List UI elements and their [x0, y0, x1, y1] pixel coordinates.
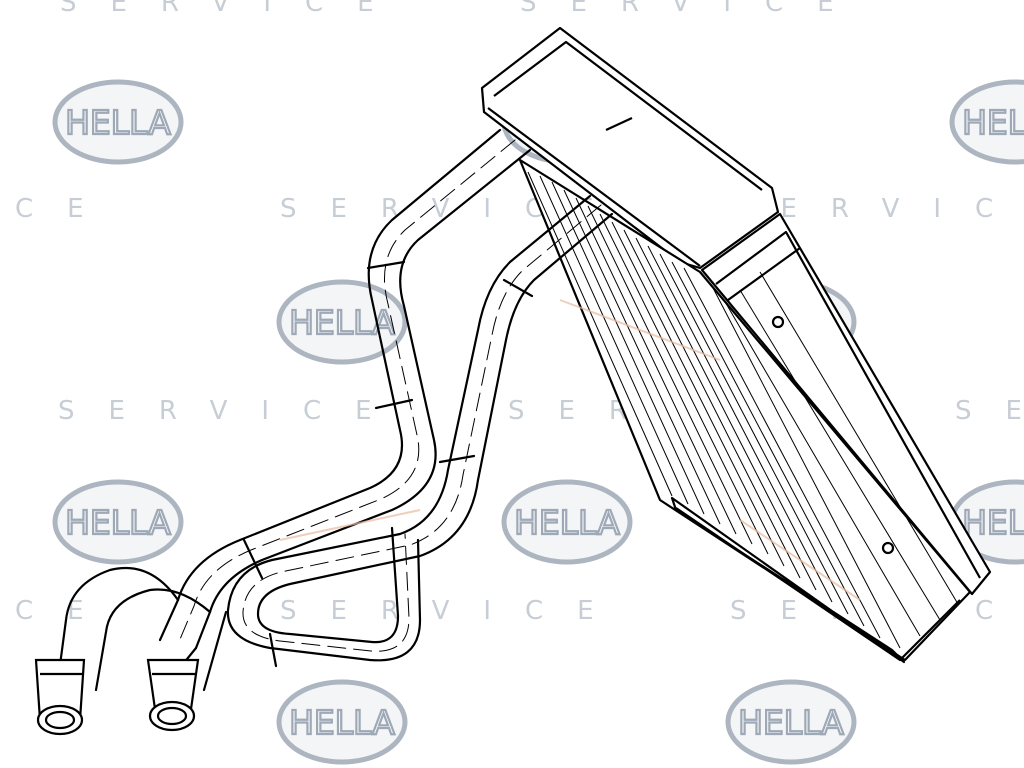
- hella-logo: HELLA: [276, 279, 408, 365]
- hella-logo-text: HELLA: [65, 103, 171, 142]
- service-watermark-text: SERVICE: [58, 396, 406, 426]
- outlet-2-hose-b: [202, 610, 228, 692]
- hella-logo-text: HELLA: [514, 503, 620, 542]
- hella-logo-text: HELLA: [65, 503, 171, 542]
- hella-logo-text: HELLA: [738, 703, 844, 742]
- core-bottom-tank: [670, 496, 906, 664]
- core-fin-block: [518, 158, 972, 662]
- service-watermark-text: SERVICE: [60, 0, 408, 18]
- pipe-2-centerline: [242, 204, 602, 652]
- pipe-band: [366, 260, 406, 270]
- hella-logo: HELLA: [725, 679, 857, 765]
- pipe-1-centerline: [177, 139, 516, 645]
- hella-logo-text: HELLA: [289, 303, 395, 342]
- pipe-band: [502, 278, 534, 298]
- outlet-1-hose-inner: [94, 588, 212, 692]
- service-watermark-text: SERVICE: [0, 596, 118, 626]
- hella-logo-text: HELLA: [289, 703, 395, 742]
- outlet-1-hose: [56, 566, 180, 682]
- mount-hole: [771, 315, 785, 329]
- mount-hole: [881, 541, 895, 555]
- core-side-frame-inner: [715, 230, 981, 579]
- pipe-band: [374, 398, 414, 410]
- pipe-band: [268, 632, 278, 668]
- hella-logo: HELLA: [52, 79, 184, 165]
- pipe-assembly: [56, 128, 614, 692]
- core-side-frame-inner-2: [727, 247, 801, 301]
- service-watermark-text: SERVICE: [280, 596, 628, 626]
- outlet-2-opening-inner: [156, 706, 188, 726]
- heat-exchanger-core: [480, 26, 992, 664]
- outlet-1-opening-inner: [44, 710, 76, 730]
- hella-logo-text: HELLA: [962, 503, 1024, 542]
- service-watermark-text: SERVICE: [0, 194, 118, 224]
- service-watermark-text: SERVICE: [955, 396, 1024, 426]
- pipe-1-outer: [158, 128, 502, 642]
- service-watermark-row-3c: SERVICE: [955, 396, 1024, 426]
- pipe-band: [438, 454, 476, 464]
- hella-logo: HELLA: [949, 79, 1024, 165]
- pipe-1-inner: [194, 148, 532, 650]
- hella-logo: HELLA: [276, 679, 408, 765]
- service-watermark-row-4: SERVICE: [0, 596, 118, 626]
- accent-marks: [279, 299, 861, 601]
- fin-lines: [527, 171, 959, 649]
- hella-logo: HELLA: [501, 479, 633, 565]
- top-header-tank-edge: [493, 40, 763, 191]
- outlet-connectors: [34, 658, 200, 736]
- service-watermark-row-1b: SERVICE: [520, 0, 868, 18]
- service-watermark-row-3: SERVICE: [58, 396, 406, 426]
- service-watermark-text: SERVICE: [520, 0, 868, 18]
- core-side-frame: [700, 212, 992, 596]
- top-header-tank-edge-lower: [487, 107, 701, 267]
- pipe-band: [242, 538, 264, 580]
- service-watermark-row-1: SERVICE: [60, 0, 408, 18]
- pipe-2-inner: [256, 212, 614, 644]
- top-header-tank: [480, 26, 780, 270]
- header-mark: [605, 117, 633, 131]
- service-watermark-row-4b: SERVICE: [280, 596, 628, 626]
- hella-logo-text: HELLA: [962, 103, 1024, 142]
- pipe-2-outer: [226, 194, 592, 662]
- service-watermark-row-2: SERVICE: [0, 194, 118, 224]
- hella-logo: HELLA: [52, 479, 184, 565]
